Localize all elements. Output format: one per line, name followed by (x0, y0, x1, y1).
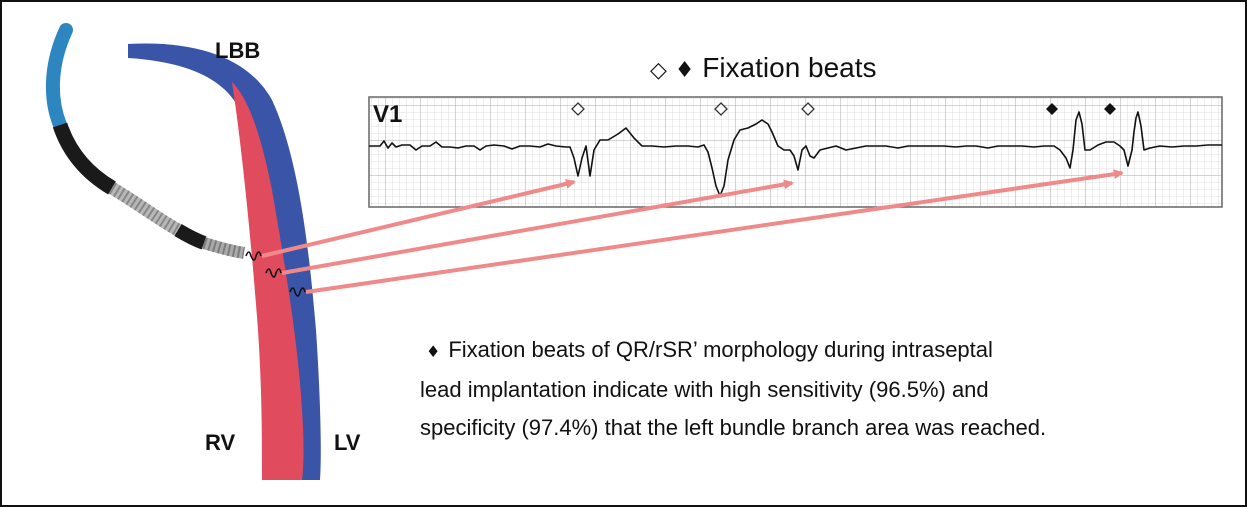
ecg-border (368, 96, 1223, 208)
legend: ◇ ♦ Fixation beats (650, 52, 877, 84)
ecg-strip: V1 (368, 96, 1223, 208)
fixation-markers (571, 102, 1116, 116)
arrow-helix-1 (261, 178, 576, 258)
open-diamond-marker (571, 102, 585, 116)
filled-diamond-icon: ♦ (674, 58, 695, 83)
helix-1 (245, 251, 262, 261)
lead-tip (202, 237, 246, 259)
note-line-3: specificity (97.4%) that the left bundle… (420, 415, 1047, 440)
rv-label: RV (205, 430, 236, 455)
lbb-label: LBB (215, 38, 261, 63)
ecg-lead-label: V1 (373, 101, 402, 128)
caption-note: ♦ Fixation beats of QR/rSR’ morphology du… (420, 331, 1240, 447)
ecg-grid-major (369, 97, 1222, 207)
pacing-lead (45, 23, 246, 259)
septum (232, 82, 304, 480)
lv-label: LV (334, 430, 361, 455)
note-line-1-text: Fixation beats of QR/rSR’ morphology dur… (448, 337, 993, 362)
correspondence-arrows (261, 169, 1124, 294)
screw-helices (245, 251, 306, 297)
ecg-trace (369, 111, 1222, 197)
arrow-helix-2 (281, 179, 794, 275)
note-line-1: ♦ Fixation beats of QR/rSR’ morphology du… (420, 331, 1240, 371)
open-diamond-icon: ◇ (650, 58, 667, 83)
heart-septum (128, 43, 321, 481)
lv-wall (128, 43, 321, 481)
lead-coil-segment (108, 182, 182, 236)
filled-diamond-marker (1046, 103, 1058, 115)
helix-3 (289, 287, 306, 297)
lead-ring (174, 223, 207, 250)
arrow-helix-3 (305, 169, 1124, 294)
open-diamond-marker (801, 102, 815, 116)
filled-diamond-marker (1104, 103, 1116, 115)
helix-2 (265, 268, 282, 278)
open-diamond-marker (714, 102, 728, 116)
lead-black-segment (52, 122, 116, 195)
lead-blue-segment (45, 23, 73, 132)
bullet-diamond-icon: ♦ (426, 342, 441, 361)
legend-text: Fixation beats (702, 52, 877, 83)
note-line-2: lead implantation indicate with high sen… (420, 377, 989, 402)
